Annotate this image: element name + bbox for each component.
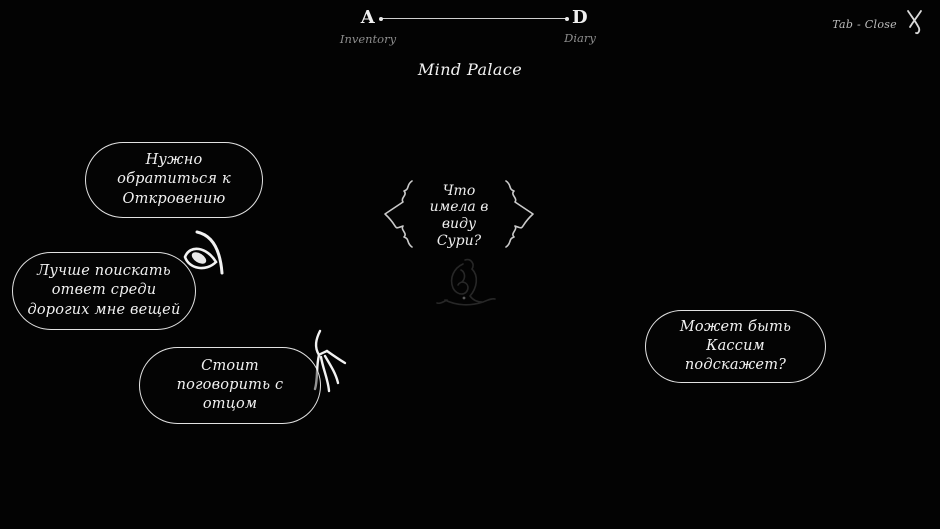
thought-bubble-father[interactable]: Стоит поговорить с отцом (139, 347, 321, 424)
close-hint[interactable]: Tab - Close (832, 8, 926, 40)
ornate-left-brace-icon (381, 178, 415, 254)
thought-bubble-label: Лучше поискать ответ среди дорогих мне в… (27, 263, 181, 318)
ornate-right-brace-icon (503, 178, 537, 254)
eye-sketch-icon (175, 227, 233, 289)
thought-bubble-label: Нужно обратиться к Откровению (117, 152, 231, 207)
thought-bubble-label: Стоит поговорить с отцом (176, 357, 284, 413)
diary-label: Diary (564, 31, 596, 45)
center-thought-text: Что имела в виду Сури? (429, 182, 489, 249)
crossed-ribbon-x-icon (904, 8, 926, 40)
thought-bubble-belongings[interactable]: Лучше поискать ответ среди дорогих мне в… (12, 252, 196, 330)
close-hint-label: Tab - Close (832, 17, 897, 31)
thought-bubble-label: Может быть Кассим подскажет? (679, 318, 792, 374)
key-hint-connector-line (379, 16, 569, 21)
inventory-label: Inventory (339, 32, 397, 46)
key-hint-a: A (360, 7, 376, 28)
seated-figure-sketch-icon (427, 256, 499, 318)
thought-bubble-revelation[interactable]: Нужно обратиться к Откровению (85, 142, 263, 218)
center-thought: Что имела в виду Сури? (381, 178, 537, 254)
thought-bubble-kassim[interactable]: Может быть Кассим подскажет? (645, 310, 826, 383)
key-hint-d: D (571, 7, 589, 28)
page-title: Mind Palace (417, 60, 523, 79)
